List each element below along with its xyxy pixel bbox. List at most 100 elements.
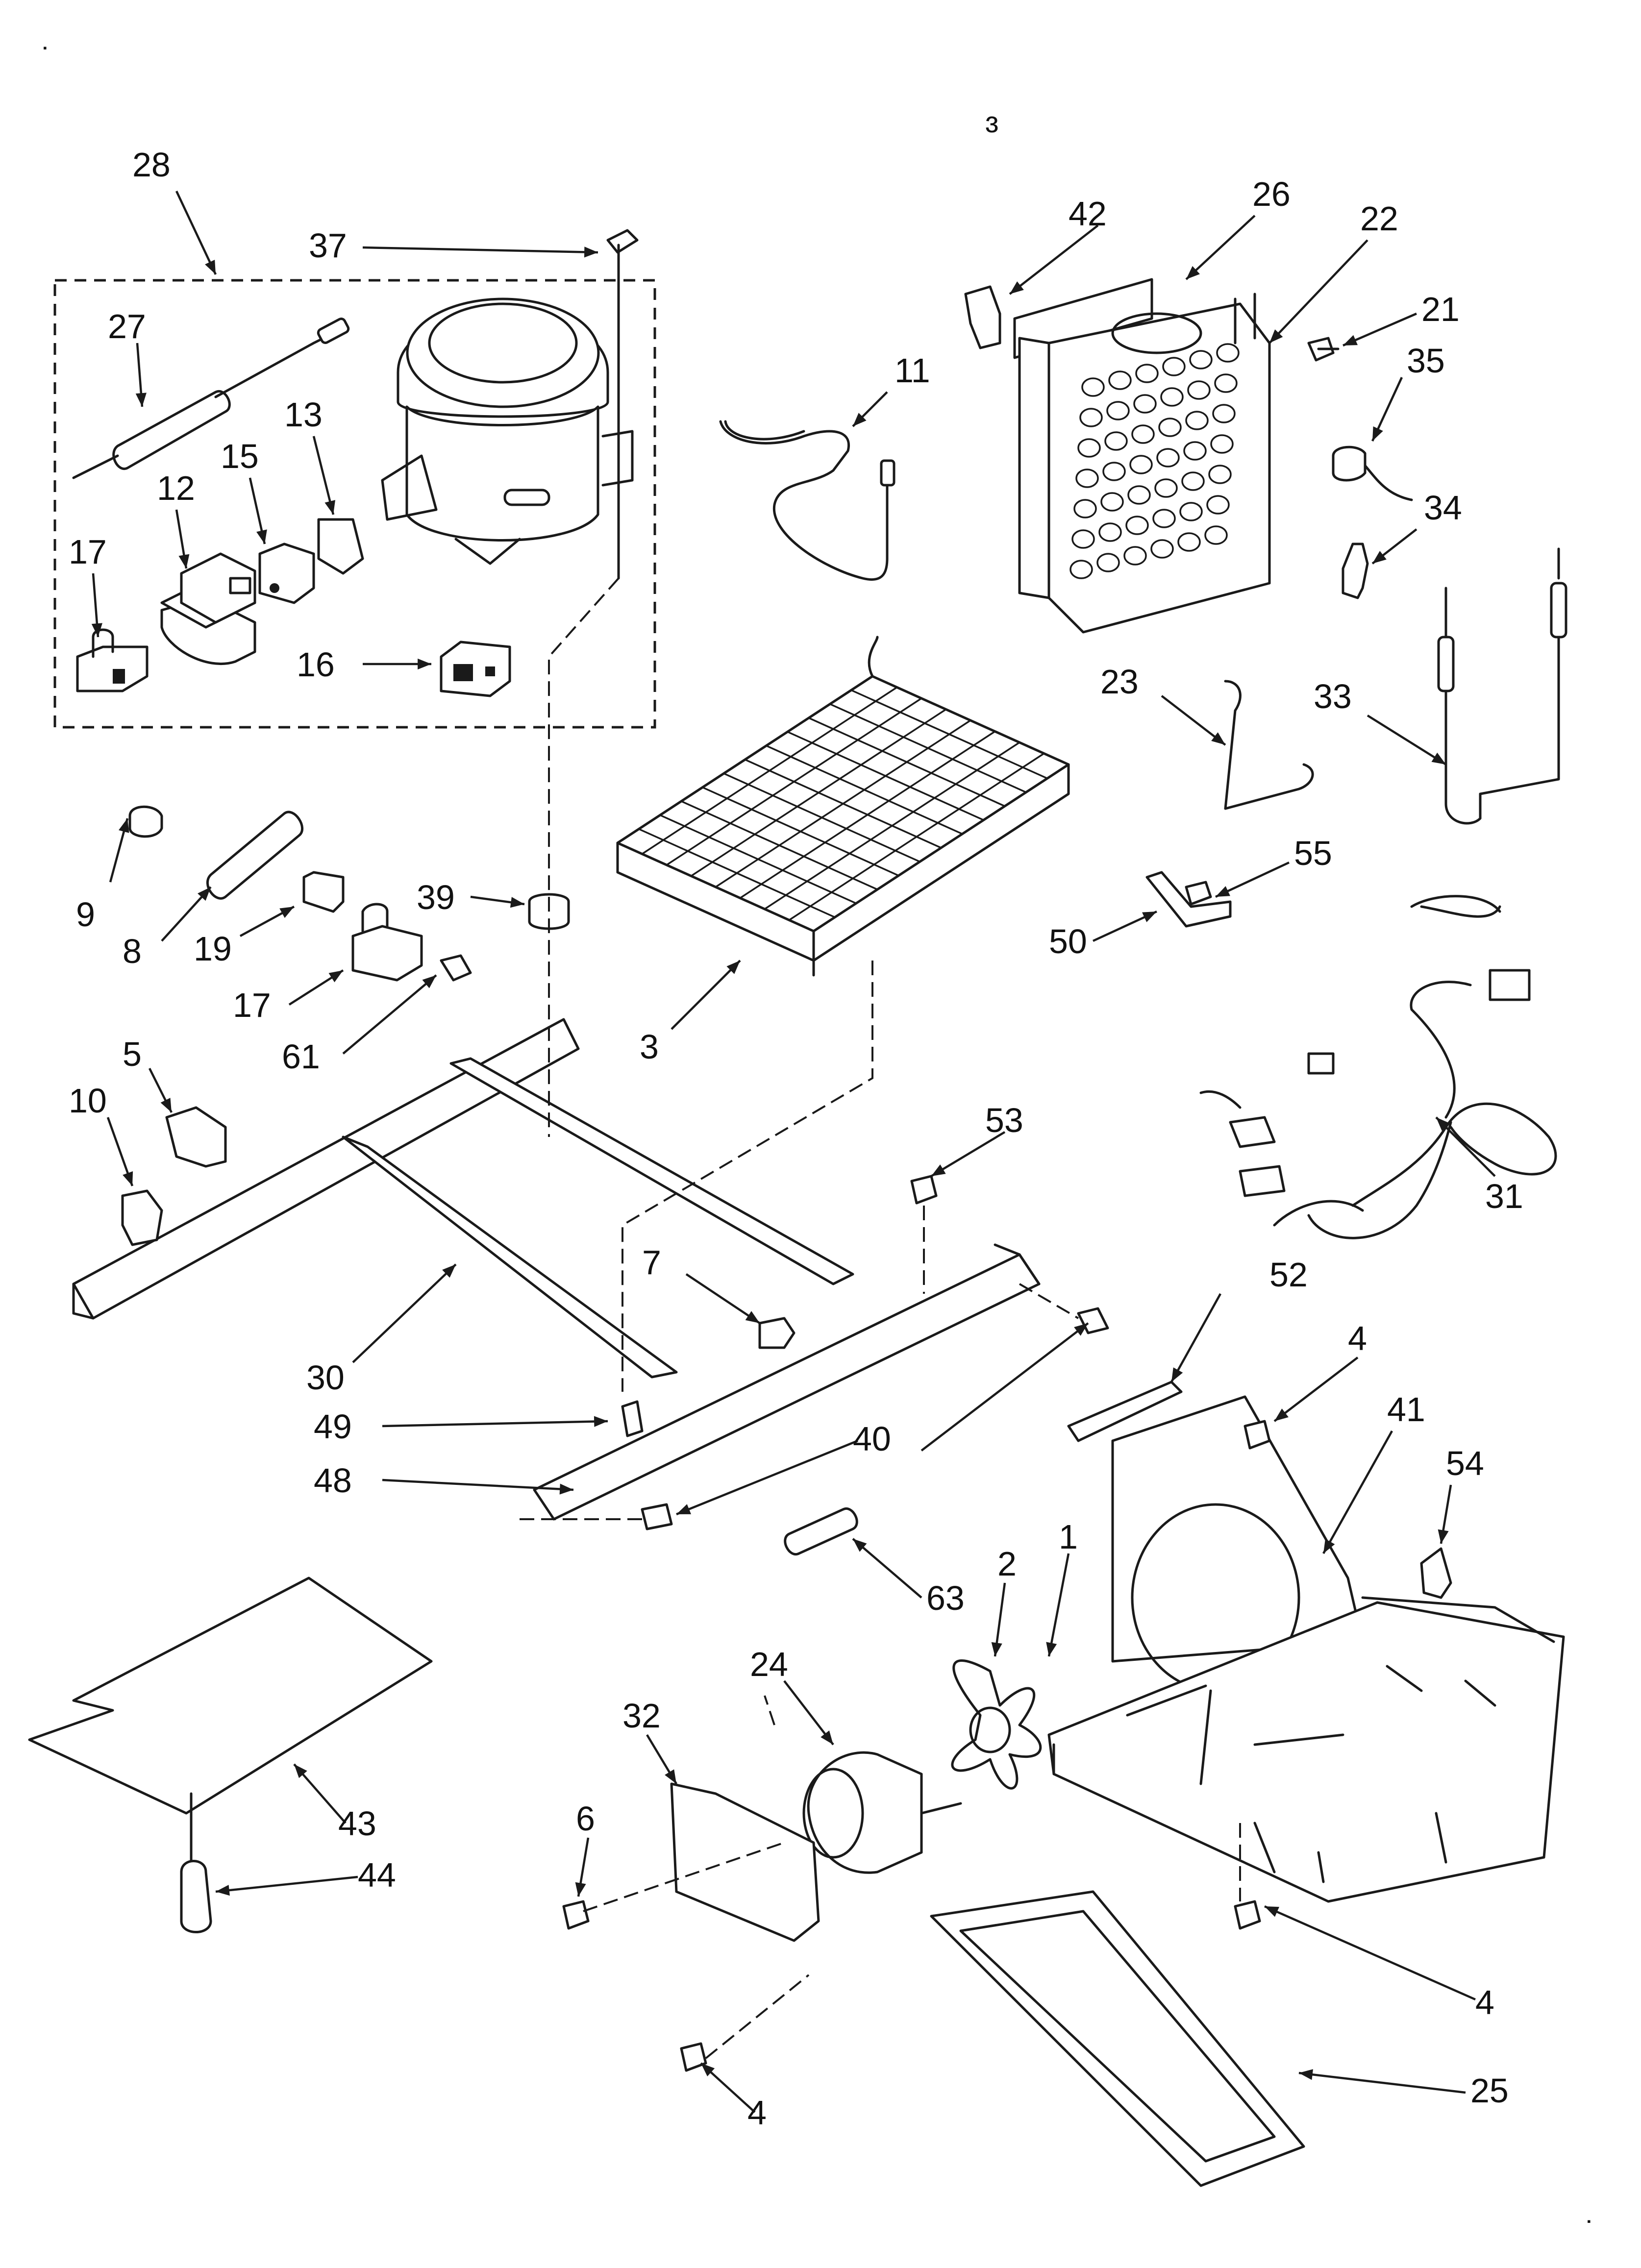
screw-4-upper: [1243, 1420, 1271, 1450]
leader-arrowhead: [1343, 335, 1358, 345]
evaporator-fin-loop: [1208, 465, 1232, 484]
bracket-50: [1145, 871, 1232, 928]
leader-line: [1273, 1356, 1359, 1422]
leader-line: [852, 1538, 922, 1599]
spacer-63: [784, 1507, 858, 1556]
condenser-wire: [642, 687, 897, 855]
wire-nut-54: [1420, 1547, 1452, 1599]
rail-30: [342, 1135, 678, 1379]
leader-line: [362, 246, 598, 254]
evaporator-fin-loop: [1204, 525, 1228, 545]
evaporator-fin-loop: [1181, 471, 1205, 491]
callout-53: 53: [985, 1101, 1023, 1139]
callout-28: 28: [132, 146, 171, 184]
plug-9: [128, 805, 163, 838]
defrost-thermostat: [1332, 445, 1413, 501]
leader-line: [1268, 239, 1368, 344]
callout-15: 15: [221, 437, 259, 475]
screw-55: [1185, 881, 1212, 906]
leader-line: [342, 974, 437, 1055]
start-relay: [160, 552, 256, 665]
evaporator-fin-loop: [1073, 499, 1097, 518]
callout-32: 32: [622, 1697, 661, 1735]
leader-arrowhead: [745, 1311, 760, 1323]
leader-line: [382, 1420, 608, 1428]
evaporator: [1013, 278, 1271, 634]
leader-arrowhead: [1142, 912, 1157, 922]
relay-cover: [258, 542, 315, 604]
callout-1: 1: [1059, 1518, 1078, 1556]
callout-7: 7: [642, 1243, 661, 1282]
evaporator-fin-loop: [1096, 553, 1120, 572]
leader-arrowhead: [178, 554, 190, 568]
callout-5: 5: [123, 1035, 142, 1073]
callout-19: 19: [194, 930, 232, 968]
callout-11: 11: [895, 351, 930, 390]
evaporator-fin-loop: [1108, 370, 1132, 390]
callout-39: 39: [417, 878, 455, 916]
callout-22: 22: [1360, 199, 1398, 238]
compressor: [381, 297, 634, 565]
condenser-wire: [764, 741, 1020, 910]
callout-31: 31: [1485, 1177, 1523, 1215]
leader-line: [1047, 1553, 1070, 1657]
leader-line: [685, 1273, 761, 1324]
screw-21: [1307, 337, 1340, 362]
evaporator-fin-loop: [1127, 485, 1151, 505]
leader-arrowhead: [294, 1764, 307, 1778]
evaporator-fin-loop: [1156, 448, 1180, 468]
evaporator-fin-loop: [1135, 364, 1159, 383]
screw-53: [910, 1175, 938, 1205]
condenser-wire: [715, 719, 971, 888]
evaporator-fin-loop: [1162, 357, 1186, 376]
overload-17-lower: [351, 903, 423, 982]
tube-33: [1437, 547, 1567, 825]
leader-arrowhead: [1171, 1367, 1183, 1382]
clip-42: [964, 285, 1001, 349]
callout-49: 49: [314, 1407, 352, 1446]
evaporator-fin-loop: [1154, 478, 1178, 498]
leader-line: [1367, 715, 1447, 765]
evaporator-fin-loop: [1187, 380, 1211, 400]
leader-arrowhead: [853, 1539, 867, 1552]
compressor-kit-group: [53, 279, 656, 729]
evaporator-fin-loop: [1079, 408, 1103, 427]
callout-12: 12: [157, 469, 195, 507]
motor-bracket: [670, 1782, 820, 1942]
leader-line: [1009, 224, 1099, 295]
leader-arrowhead: [1372, 551, 1387, 564]
evaporator-fin-loop: [1210, 434, 1234, 454]
leader-arrowhead: [135, 393, 147, 407]
leader-arrowhead: [1010, 281, 1024, 294]
leader-arrowhead: [119, 818, 129, 833]
leader-line: [930, 1131, 1006, 1177]
leader-arrowhead: [1431, 752, 1446, 764]
condenser-coil: [616, 636, 1070, 977]
wire-23: [1224, 680, 1314, 810]
evaporator-fin-loop: [1150, 539, 1174, 559]
callout-54: 54: [1446, 1444, 1484, 1482]
condenser-wire: [740, 731, 995, 899]
evaporator-fin-loop: [1212, 404, 1236, 423]
evaporator-fin-loop: [1160, 387, 1184, 407]
leader-arrowhead: [91, 623, 102, 637]
leader-line: [1298, 2071, 1466, 2094]
drier-filter: [72, 317, 350, 479]
evaporator-fin-loop: [1123, 546, 1147, 566]
cable-tie-52: [1067, 1381, 1183, 1442]
callout-24: 24: [750, 1645, 788, 1683]
leader-line: [676, 1439, 858, 1516]
leader-line: [352, 1263, 457, 1363]
leader-arrowhead: [256, 529, 267, 544]
leader-arrowhead: [205, 260, 216, 274]
leader-lines: [91, 191, 1496, 2113]
callout-2: 2: [997, 1545, 1017, 1583]
leader-arrowhead: [418, 658, 431, 670]
evaporator-fin-loop: [1071, 529, 1095, 549]
leader-arrowhead: [931, 1164, 946, 1176]
evaporator-fin-loop: [1152, 509, 1176, 528]
evaporator-fin-loop: [1075, 468, 1099, 488]
stray-mark: ɜ: [985, 106, 999, 139]
clip-5: [165, 1106, 227, 1168]
callout-42: 42: [1069, 195, 1107, 233]
